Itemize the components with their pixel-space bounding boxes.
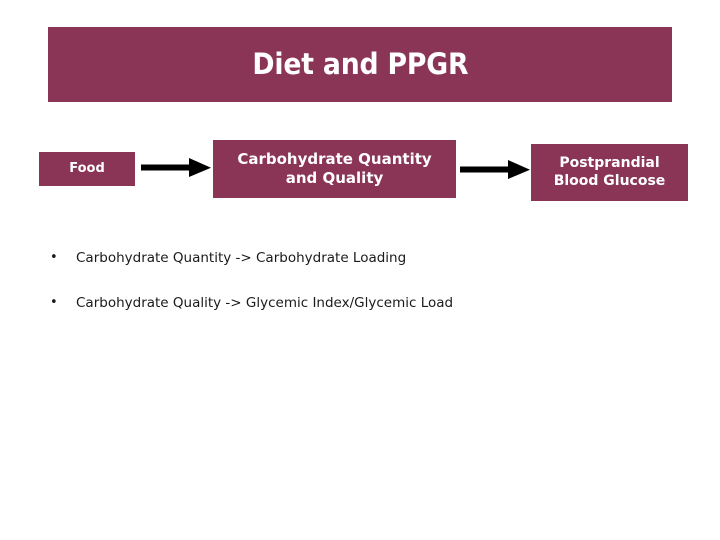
slide-title-banner: Diet and PPGR: [48, 27, 672, 102]
flow-node-postprandial-line2: Blood Glucose: [553, 172, 666, 189]
flow-node-carbohydrate-line2: and Quality: [285, 169, 384, 187]
flow-node-carbohydrate-line1: Carbohydrate Quantity: [237, 149, 432, 168]
flow-node-food: Food: [39, 152, 135, 186]
arrow-right-icon-1: [141, 155, 211, 181]
list-item-text: Carbohydrate Quality -> Glycemic Index/G…: [76, 295, 454, 312]
flow-node-postprandial: Postprandial Blood Glucose: [531, 144, 688, 201]
flow-node-carbohydrate-label: Carbohydrate Quantity and Quality: [237, 150, 431, 188]
page-title: Diet and PPGR: [252, 47, 468, 81]
bullet-marker-icon: •: [50, 295, 58, 311]
flow-node-postprandial-label: Postprandial Blood Glucose: [554, 155, 666, 191]
bullet-list: • Carbohydrate Quantity -> Carbohydrate …: [50, 250, 650, 340]
list-item: • Carbohydrate Quantity -> Carbohydrate …: [50, 250, 650, 266]
flow-node-carbohydrate: Carbohydrate Quantity and Quality: [213, 140, 456, 198]
bullet-marker-icon: •: [50, 250, 58, 265]
arrow-right-icon-2: [460, 157, 530, 183]
flow-node-food-label: Food: [69, 160, 105, 176]
list-item-text: Carbohydrate Quantity -> Carbohydrate Lo…: [76, 250, 407, 266]
flow-node-postprandial-line1: Postprandial: [559, 154, 660, 171]
list-item: • Carbohydrate Quality -> Glycemic Index…: [50, 295, 650, 311]
